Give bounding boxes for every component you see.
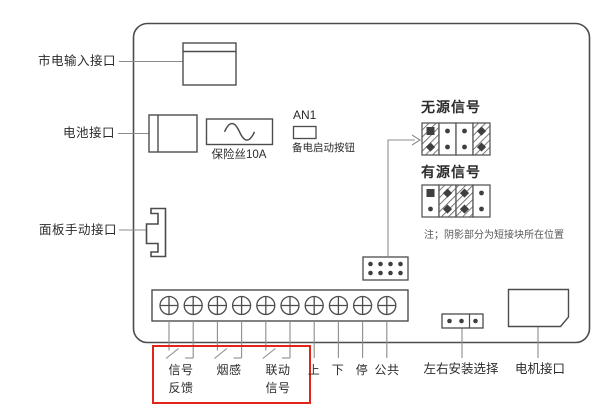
terminal-screw [280, 295, 300, 316]
terminal-screw [231, 295, 252, 316]
lr-install-jumper [441, 313, 484, 329]
lr-install-label: 左右安装选择 [423, 362, 499, 376]
battery-connector [148, 114, 198, 153]
terminal-screw [256, 295, 276, 316]
mains-input-connector [182, 42, 237, 86]
terminal-screw [207, 295, 228, 316]
battery-label: 电池接口 [62, 126, 115, 140]
terminal-screw [352, 295, 373, 316]
terminal-strip [151, 289, 409, 322]
terminal-label-stop: 停 [355, 363, 369, 377]
terminal-label-up: 上 [307, 363, 321, 377]
terminal-screw [159, 295, 179, 316]
terminal-screw [377, 295, 397, 316]
pin1-square [426, 127, 435, 135]
switch-contact-smoke [214, 321, 243, 359]
fuse-label: 保险丝10A [211, 149, 267, 161]
terminal-screws [159, 295, 397, 316]
motor-connector [507, 288, 570, 328]
terminal-label-signal-feedback: 信号 反馈 [168, 363, 194, 395]
leader-lines [118, 60, 183, 231]
panel-manual-connector [145, 207, 167, 258]
terminal-label-smoke: 烟感 [216, 363, 242, 377]
active-jumper-pins [426, 188, 484, 214]
an1-button [292, 125, 317, 140]
active-signal-label: 有源信号 [421, 164, 481, 180]
arrowhead-icon [411, 134, 422, 146]
terminal-screw [183, 295, 203, 316]
passive-jumper-pins [425, 126, 487, 152]
terminal-wires [165, 321, 539, 359]
an1-label: AN1 [293, 108, 317, 122]
fuse-box [205, 118, 274, 146]
terminal-label-linkage: 联动 信号 [265, 363, 291, 395]
highlight-box [152, 345, 311, 404]
jumper-arrow-line [387, 134, 422, 257]
pin-dots [368, 261, 403, 276]
backup-start-label: 备电启动按钮 [292, 142, 355, 154]
pin1-square [426, 189, 435, 197]
terminal-label-common: 公共 [374, 363, 400, 377]
fuse-sine-icon [223, 122, 256, 141]
pin-header-8pin [362, 256, 409, 281]
board-outline [132, 22, 591, 344]
passive-signal-label: 无源信号 [421, 99, 481, 115]
mains-input-label: 市电输入接口 [37, 54, 116, 68]
active-jumper-block [421, 184, 491, 218]
terminal-label-down: 下 [331, 363, 345, 377]
terminal-screw [304, 295, 324, 316]
motor-port-label: 电机接口 [514, 362, 565, 376]
shading-note: 注；阴影部分为短接块所在位置 [424, 230, 564, 241]
panel-manual-label: 面板手动接口 [38, 223, 117, 237]
passive-jumper-block [421, 122, 491, 156]
terminal-screw [328, 295, 349, 316]
